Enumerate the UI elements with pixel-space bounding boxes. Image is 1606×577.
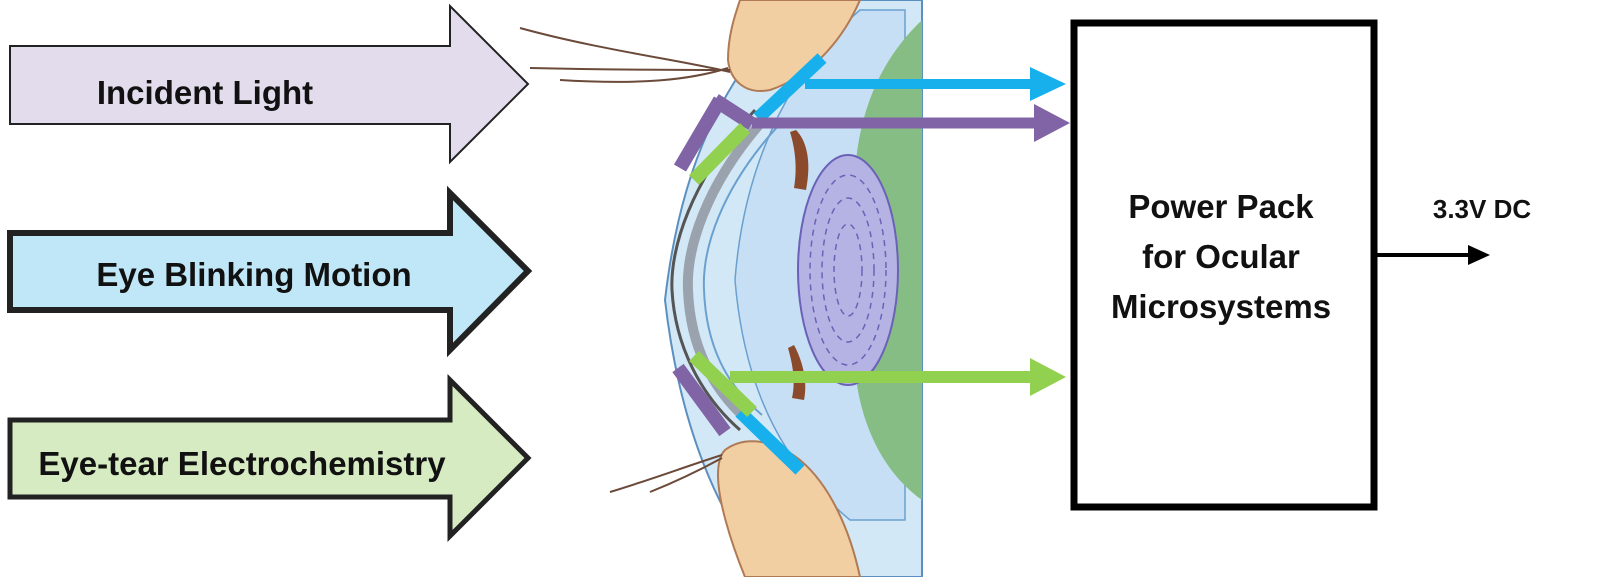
dc-output-label: 3.3V DC	[1433, 194, 1531, 224]
eye-blinking-motion-label: Eye Blinking Motion	[96, 256, 411, 293]
eye-tear-electrochemistry-label: Eye-tear Electrochemistry	[38, 445, 446, 482]
eye-blinking-motion-arrow: Eye Blinking Motion	[10, 193, 528, 350]
power-pack-line-1: Power Pack	[1128, 188, 1314, 225]
incident-light-arrow: Incident Light	[10, 6, 528, 162]
power-pack-line-3: Microsystems	[1111, 288, 1331, 325]
dc-output-arrow	[1377, 245, 1490, 265]
lens	[798, 155, 898, 385]
incident-light-label: Incident Light	[97, 74, 313, 111]
lower-eyelashes	[610, 455, 722, 492]
upper-eyelashes	[520, 28, 730, 82]
power-pack-box: Power Pack for Ocular Microsystems	[1074, 23, 1374, 507]
eye-tear-electrochemistry-arrow: Eye-tear Electrochemistry	[10, 380, 528, 536]
power-pack-line-2: for Ocular	[1142, 238, 1300, 275]
